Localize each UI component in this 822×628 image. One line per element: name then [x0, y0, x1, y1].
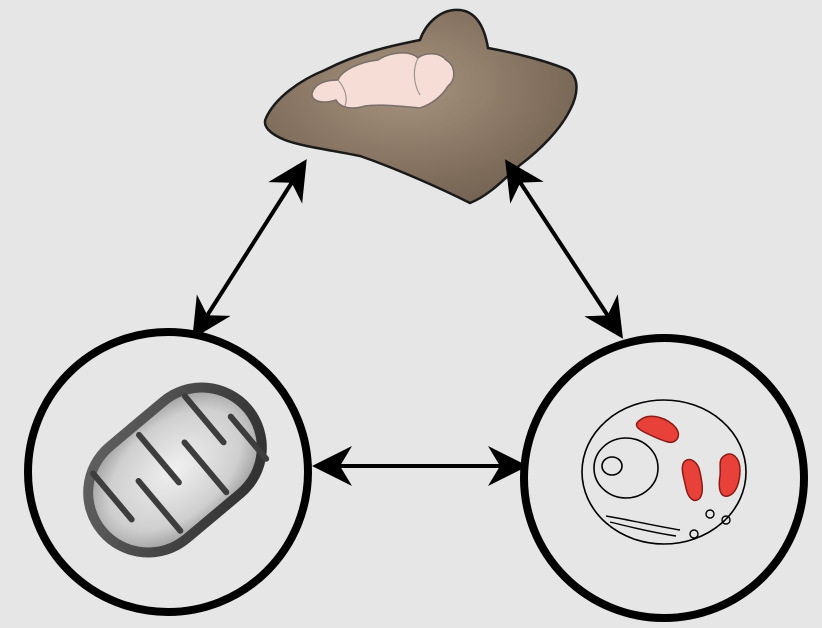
node-circle	[524, 338, 804, 618]
brain-shape	[312, 53, 454, 108]
mitochondrion-node	[28, 332, 308, 612]
cell-node	[524, 338, 804, 618]
arrow-organism-cell	[516, 176, 612, 322]
arrow-organism-organelle	[203, 176, 296, 322]
rodent-head-with-brain-icon	[265, 10, 577, 203]
